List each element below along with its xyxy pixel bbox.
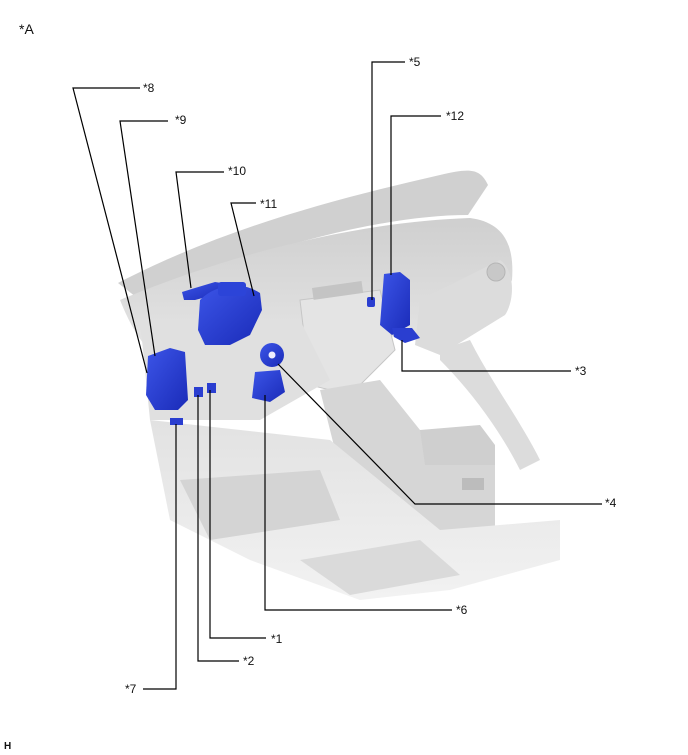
- callout-5: *5: [409, 55, 421, 69]
- component-1: [207, 383, 216, 393]
- callout-7: *7: [125, 682, 137, 696]
- footer-code: H: [4, 741, 12, 752]
- component-12-module: [380, 272, 410, 335]
- component-8-9-ecu: [146, 348, 188, 410]
- callout-11: *11: [260, 197, 278, 211]
- leader-8: [72, 87, 148, 374]
- component-3: [392, 328, 420, 343]
- callout-4: *4: [605, 496, 617, 510]
- component-10: [182, 282, 225, 300]
- leader-lines: [72, 61, 602, 690]
- callout-9: *9: [175, 113, 187, 127]
- component-6: [252, 370, 285, 402]
- leader-12: [390, 115, 441, 275]
- callout-3: *3: [575, 364, 587, 378]
- leader-1: [209, 390, 266, 639]
- leader-4: [277, 363, 602, 505]
- view-label: *A: [19, 21, 34, 37]
- leader-3: [401, 340, 571, 372]
- leader-6: [264, 395, 452, 611]
- leader-10: [175, 171, 224, 289]
- component-5: [367, 297, 375, 307]
- callout-1: *1: [271, 632, 283, 646]
- callout-6: *6: [456, 603, 468, 617]
- callout-12: *12: [446, 109, 465, 123]
- callout-10: *10: [228, 164, 247, 178]
- callout-8: *8: [143, 81, 155, 95]
- leader-9: [119, 120, 168, 357]
- leader-11: [230, 202, 256, 297]
- highlighted-components: [146, 272, 420, 425]
- callout-2: *2: [243, 654, 255, 668]
- leader-7: [143, 424, 177, 690]
- component-7: [170, 418, 183, 425]
- leader-5: [371, 61, 405, 300]
- component-2: [194, 387, 203, 397]
- component-11-meter: [198, 285, 262, 345]
- leader-2: [197, 395, 239, 662]
